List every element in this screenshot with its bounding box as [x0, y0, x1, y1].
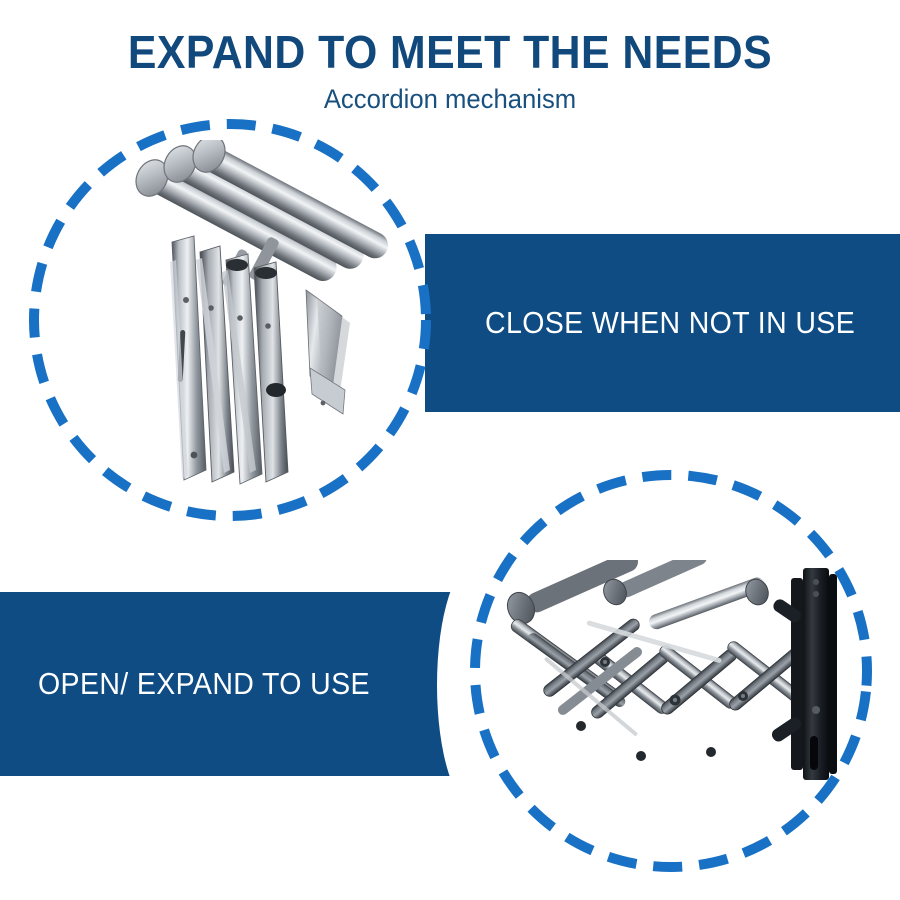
expanded-rack-illustration	[506, 560, 837, 780]
page-title: EXPAND TO MEET THE NEEDS	[127, 26, 773, 78]
scissor-linkage	[510, 618, 804, 761]
product-photo-expanded-rack	[485, 560, 865, 840]
rack-side-rail	[305, 289, 350, 415]
product-photo-collapsed-rack	[110, 140, 400, 500]
banner-open-expand-to-use: OPEN/ EXPAND TO USE	[0, 592, 475, 776]
rack-folded-arms	[170, 235, 289, 485]
page-subtitle: Accordion mechanism	[323, 84, 577, 114]
header: EXPAND TO MEET THE NEEDS Accordion mecha…	[0, 0, 900, 114]
banner-close-when-not-in-use: CLOSE WHEN NOT IN USE	[425, 234, 900, 412]
banner-close-label: CLOSE WHEN NOT IN USE	[485, 305, 856, 340]
banner-open-label: OPEN/ EXPAND TO USE	[38, 666, 370, 701]
collapsed-rack-illustration	[135, 140, 389, 485]
